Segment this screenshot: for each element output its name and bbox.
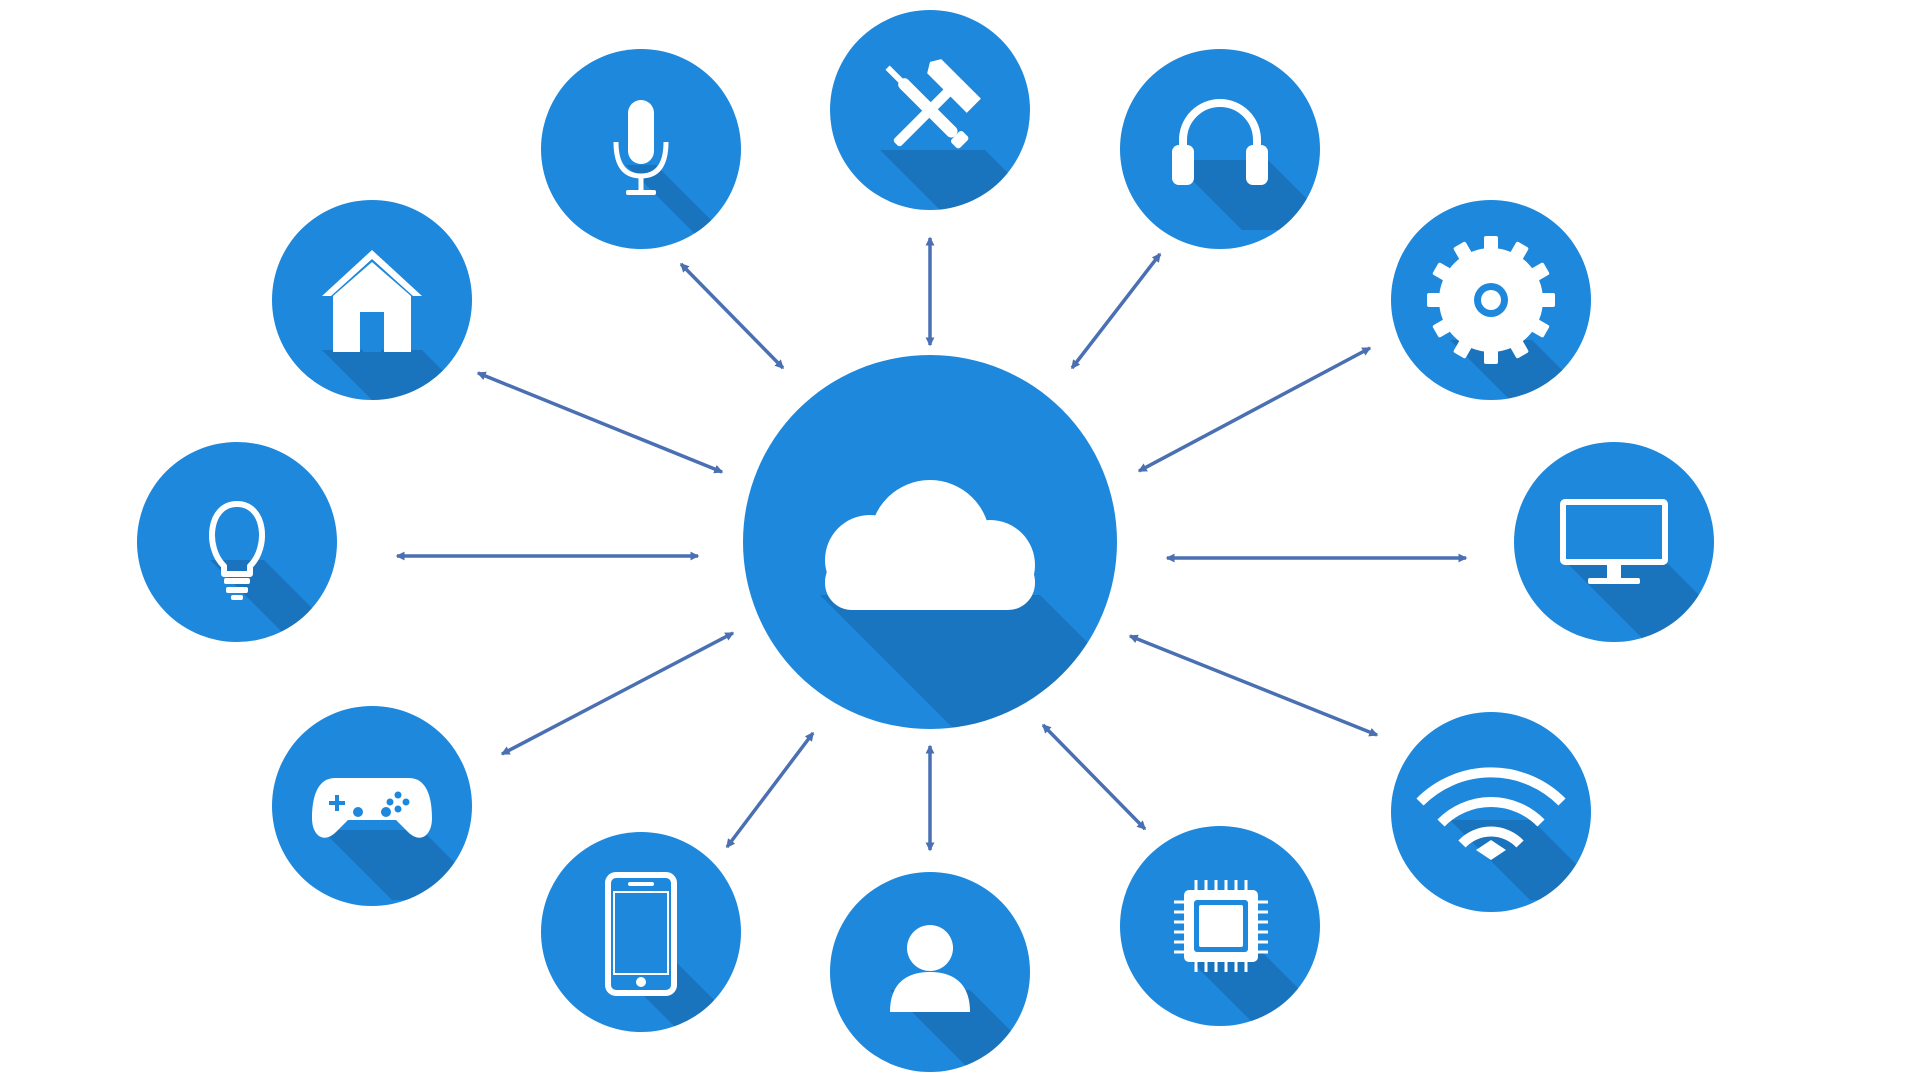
hammer-screwdriver-icon — [885, 59, 981, 149]
cloud-hub — [743, 355, 1117, 729]
node-lightbulb — [137, 442, 337, 642]
arrow-headphones — [1070, 252, 1162, 370]
headphones-icon — [1172, 99, 1268, 185]
arrow-gamepad — [500, 631, 735, 756]
arrow-microphone — [679, 262, 785, 370]
cloud-icon — [825, 480, 1035, 610]
node-headphones — [1120, 49, 1320, 249]
arrow-smartphone — [725, 731, 815, 849]
monitor-icon — [1560, 499, 1668, 584]
node-microphone — [541, 49, 741, 249]
user-icon — [890, 925, 970, 1012]
connector-arrows — [395, 236, 1468, 852]
node-user — [830, 872, 1030, 1072]
microchip-icon — [1174, 880, 1268, 972]
node-wifi — [1391, 712, 1591, 912]
node-gamepad — [272, 706, 472, 906]
arrow-chip — [1041, 723, 1147, 831]
gear-icon — [1427, 236, 1555, 364]
node-smartphone — [541, 832, 741, 1032]
node-tools — [830, 10, 1030, 210]
node-chip — [1120, 826, 1320, 1026]
smartphone-icon — [605, 872, 677, 996]
arrow-settings — [1137, 346, 1372, 473]
wifi-icon — [1416, 767, 1566, 860]
microphone-icon — [613, 100, 669, 195]
node-monitor — [1514, 442, 1714, 642]
arrow-home — [476, 371, 724, 474]
arrow-wifi — [1128, 634, 1379, 737]
node-home — [272, 200, 472, 400]
lightbulb-icon — [209, 501, 265, 600]
gamepad-icon — [312, 778, 432, 838]
node-settings — [1391, 200, 1591, 400]
house-icon — [322, 250, 422, 352]
